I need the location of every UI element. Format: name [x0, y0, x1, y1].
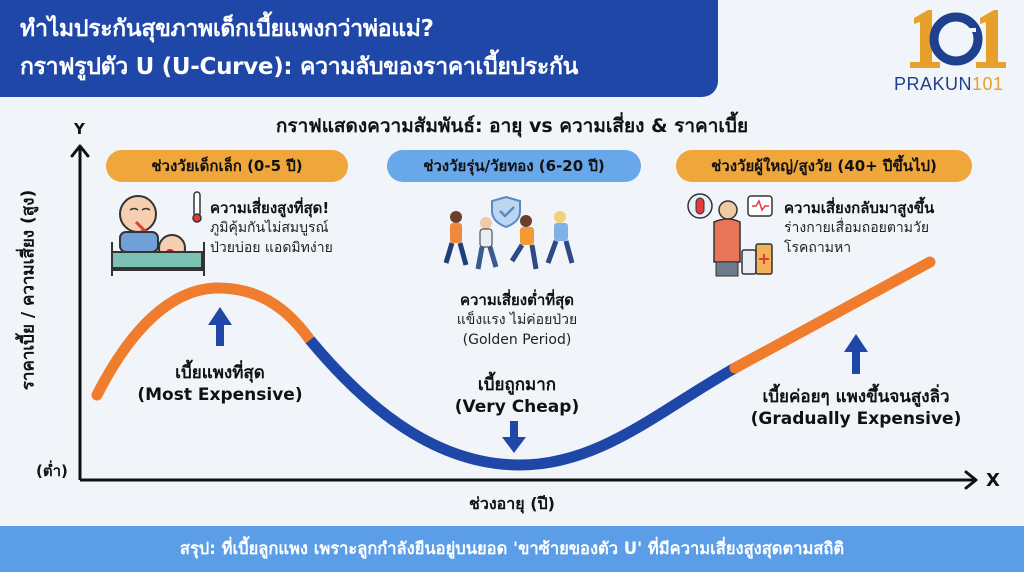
- curve-segment-child: [91, 282, 316, 401]
- stage-detail: ภูมิคุ้มกันไม่สมบูรณ์: [210, 220, 329, 236]
- stage-headline: ความเสี่ยงต่ำที่สุด: [459, 291, 575, 309]
- stage-detail: แข็งแรง ไม่ค่อยป่วย: [456, 312, 578, 328]
- price-label-en: (Very Cheap): [454, 397, 580, 417]
- title-line-2: กราฟรูปตัว U (U-Curve): ความลับของราคาเบ…: [20, 54, 579, 80]
- price-label-th: เบี้ยแพงที่สุด: [175, 363, 265, 383]
- prakun101-logo: PRAKUN101: [894, 8, 1010, 96]
- stage-headline: ความเสี่ยงสูงที่สุด!: [210, 199, 330, 217]
- y-axis-label: ราคาเบี้ย / ความเสี่ยง (สูง): [18, 189, 39, 391]
- title-line-1: ทำไมประกันสุขภาพเด็กเบี้ยแพงกว่าพ่อแม่?: [20, 16, 434, 42]
- arrow-up-icon: [844, 334, 868, 374]
- price-label-en: (Most Expensive): [137, 385, 303, 405]
- stage-detail: (Golden Period): [462, 332, 572, 348]
- price-label-adult: เบี้ยค่อยๆ แพงขึ้นจนสูงลิ่ว (Gradually E…: [718, 386, 994, 430]
- x-axis-letter: X: [986, 470, 1000, 491]
- y-axis-low-label: (ต่ำ): [36, 462, 68, 480]
- y-axis-letter: Y: [74, 120, 85, 138]
- stage-pill-adult: ช่วงวัยผู้ใหญ่/สูงวัย (40+ ปีขึ้นไป): [676, 150, 972, 182]
- elderly-health-icon: [687, 193, 773, 277]
- header-banner: ทำไมประกันสุขภาพเด็กเบี้ยแพงกว่าพ่อแม่? …: [0, 0, 718, 97]
- stage-pill-teen: ช่วงวัยรุ่น/วัยทอง (6-20 ปี): [387, 150, 641, 182]
- happy-teens-icon: [443, 195, 575, 270]
- price-label-th: เบี้ยถูกมาก: [477, 375, 557, 395]
- stage-note-teen: ความเสี่ยงต่ำที่สุด แข็งแรง ไม่ค่อยป่วย …: [412, 290, 622, 350]
- summary-banner: สรุป: ที่เบี้ยลูกแพง เพราะลูกกำลังยืนอยู…: [0, 526, 1024, 572]
- stage-detail: ป่วยบ่อย แอดมิทง่าย: [210, 240, 333, 256]
- price-label-teen: เบี้ยถูกมาก (Very Cheap): [422, 374, 612, 418]
- stage-pill-child: ช่วงวัยเด็กเล็ก (0-5 ปี): [106, 150, 348, 182]
- sick-baby-icon: [111, 191, 205, 276]
- curve-segment-adult: [729, 256, 936, 374]
- chart-title: กราฟแสดงความสัมพันธ์: อายุ vs ความเสี่ยง…: [275, 115, 749, 137]
- arrow-down-icon: [502, 421, 526, 453]
- arrow-up-icon: [208, 307, 232, 346]
- stage-note-child: ความเสี่ยงสูงที่สุด! ภูมิคุ้มกันไม่สมบูร…: [210, 198, 333, 258]
- logo-101-icon: [910, 10, 1006, 68]
- x-axis: [80, 470, 978, 490]
- y-axis: [70, 144, 90, 480]
- stage-detail: ร่างกายเสื่อมถอยตามวัย: [784, 220, 930, 236]
- stage-headline: ความเสี่ยงกลับมาสูงขึ้น: [784, 199, 935, 217]
- price-label-child: เบี้ยแพงที่สุด (Most Expensive): [130, 362, 310, 406]
- curve-segment-teen: [305, 336, 738, 471]
- price-label-en: (Gradually Expensive): [750, 409, 962, 429]
- x-axis-label: ช่วงอายุ (ปี): [469, 494, 555, 513]
- price-label-th: เบี้ยค่อยๆ แพงขึ้นจนสูงลิ่ว: [762, 387, 950, 407]
- stage-detail: โรคถามหา: [784, 240, 852, 256]
- stage-note-adult: ความเสี่ยงกลับมาสูงขึ้น ร่างกายเสื่อมถอย…: [784, 198, 934, 258]
- logo-brand-text: PRAKUN101: [894, 74, 1004, 94]
